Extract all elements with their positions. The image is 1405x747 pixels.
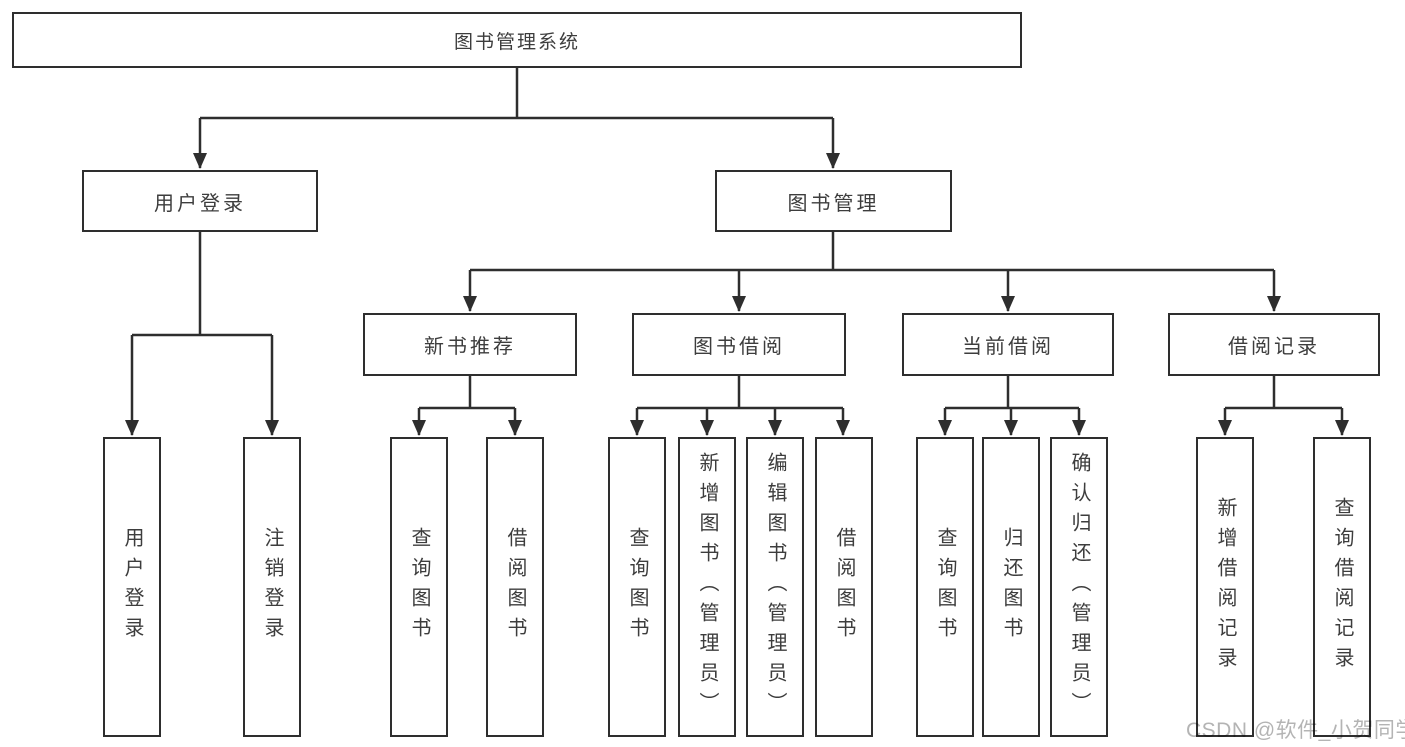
node-borrow-records-label: 借阅记录 bbox=[1228, 336, 1320, 358]
node-leaf-br-add: 新增借阅记录 bbox=[1196, 437, 1254, 737]
node-leaf-bb-borrow-label: 借阅图书 bbox=[833, 527, 855, 647]
node-leaf-nb-borrow: 借阅图书 bbox=[486, 437, 544, 737]
node-new-book-recommend-label: 新书推荐 bbox=[424, 336, 516, 358]
node-leaf-nb-query: 查询图书 bbox=[390, 437, 448, 737]
node-leaf-bb-edit-label: 编辑图书（管理员） bbox=[764, 452, 786, 722]
node-user-login: 用户登录 bbox=[82, 170, 318, 232]
node-leaf-logout-label: 注销登录 bbox=[261, 527, 283, 647]
node-leaf-cb-return-label: 归还图书 bbox=[1000, 527, 1022, 647]
node-leaf-bb-add: 新增图书（管理员） bbox=[678, 437, 736, 737]
node-borrow-records: 借阅记录 bbox=[1168, 313, 1380, 376]
node-leaf-cb-return: 归还图书 bbox=[982, 437, 1040, 737]
csdn-watermark: CSDN @软件_小贺同学 bbox=[1186, 719, 1405, 742]
node-book-borrow-label: 图书借阅 bbox=[693, 336, 785, 358]
node-root-label: 图书管理系统 bbox=[453, 31, 580, 53]
node-leaf-bb-edit: 编辑图书（管理员） bbox=[746, 437, 804, 737]
node-root: 图书管理系统 bbox=[12, 12, 1022, 68]
node-leaf-logout: 注销登录 bbox=[243, 437, 301, 737]
node-current-borrow: 当前借阅 bbox=[902, 313, 1114, 376]
node-leaf-bb-query-label: 查询图书 bbox=[626, 527, 648, 647]
node-leaf-nb-borrow-label: 借阅图书 bbox=[504, 527, 526, 647]
node-book-borrow: 图书借阅 bbox=[632, 313, 846, 376]
node-leaf-cb-query-label: 查询图书 bbox=[934, 527, 956, 647]
node-leaf-bb-query: 查询图书 bbox=[608, 437, 666, 737]
node-book-management: 图书管理 bbox=[715, 170, 952, 232]
node-leaf-bb-borrow: 借阅图书 bbox=[815, 437, 873, 737]
node-leaf-cb-query: 查询图书 bbox=[916, 437, 974, 737]
node-leaf-user-login: 用户登录 bbox=[103, 437, 161, 737]
node-leaf-cb-confirm: 确认归还（管理员） bbox=[1050, 437, 1108, 737]
node-leaf-user-login-label: 用户登录 bbox=[121, 527, 143, 647]
node-current-borrow-label: 当前借阅 bbox=[962, 336, 1054, 358]
node-leaf-br-query: 查询借阅记录 bbox=[1313, 437, 1371, 737]
node-book-management-label: 图书管理 bbox=[787, 192, 880, 215]
node-leaf-br-query-label: 查询借阅记录 bbox=[1331, 497, 1353, 677]
node-leaf-cb-confirm-label: 确认归还（管理员） bbox=[1068, 452, 1090, 722]
node-new-book-recommend: 新书推荐 bbox=[363, 313, 577, 376]
node-leaf-br-add-label: 新增借阅记录 bbox=[1214, 497, 1236, 677]
node-leaf-nb-query-label: 查询图书 bbox=[408, 527, 430, 647]
node-leaf-bb-add-label: 新增图书（管理员） bbox=[696, 452, 718, 722]
node-user-login-label: 用户登录 bbox=[154, 192, 246, 215]
